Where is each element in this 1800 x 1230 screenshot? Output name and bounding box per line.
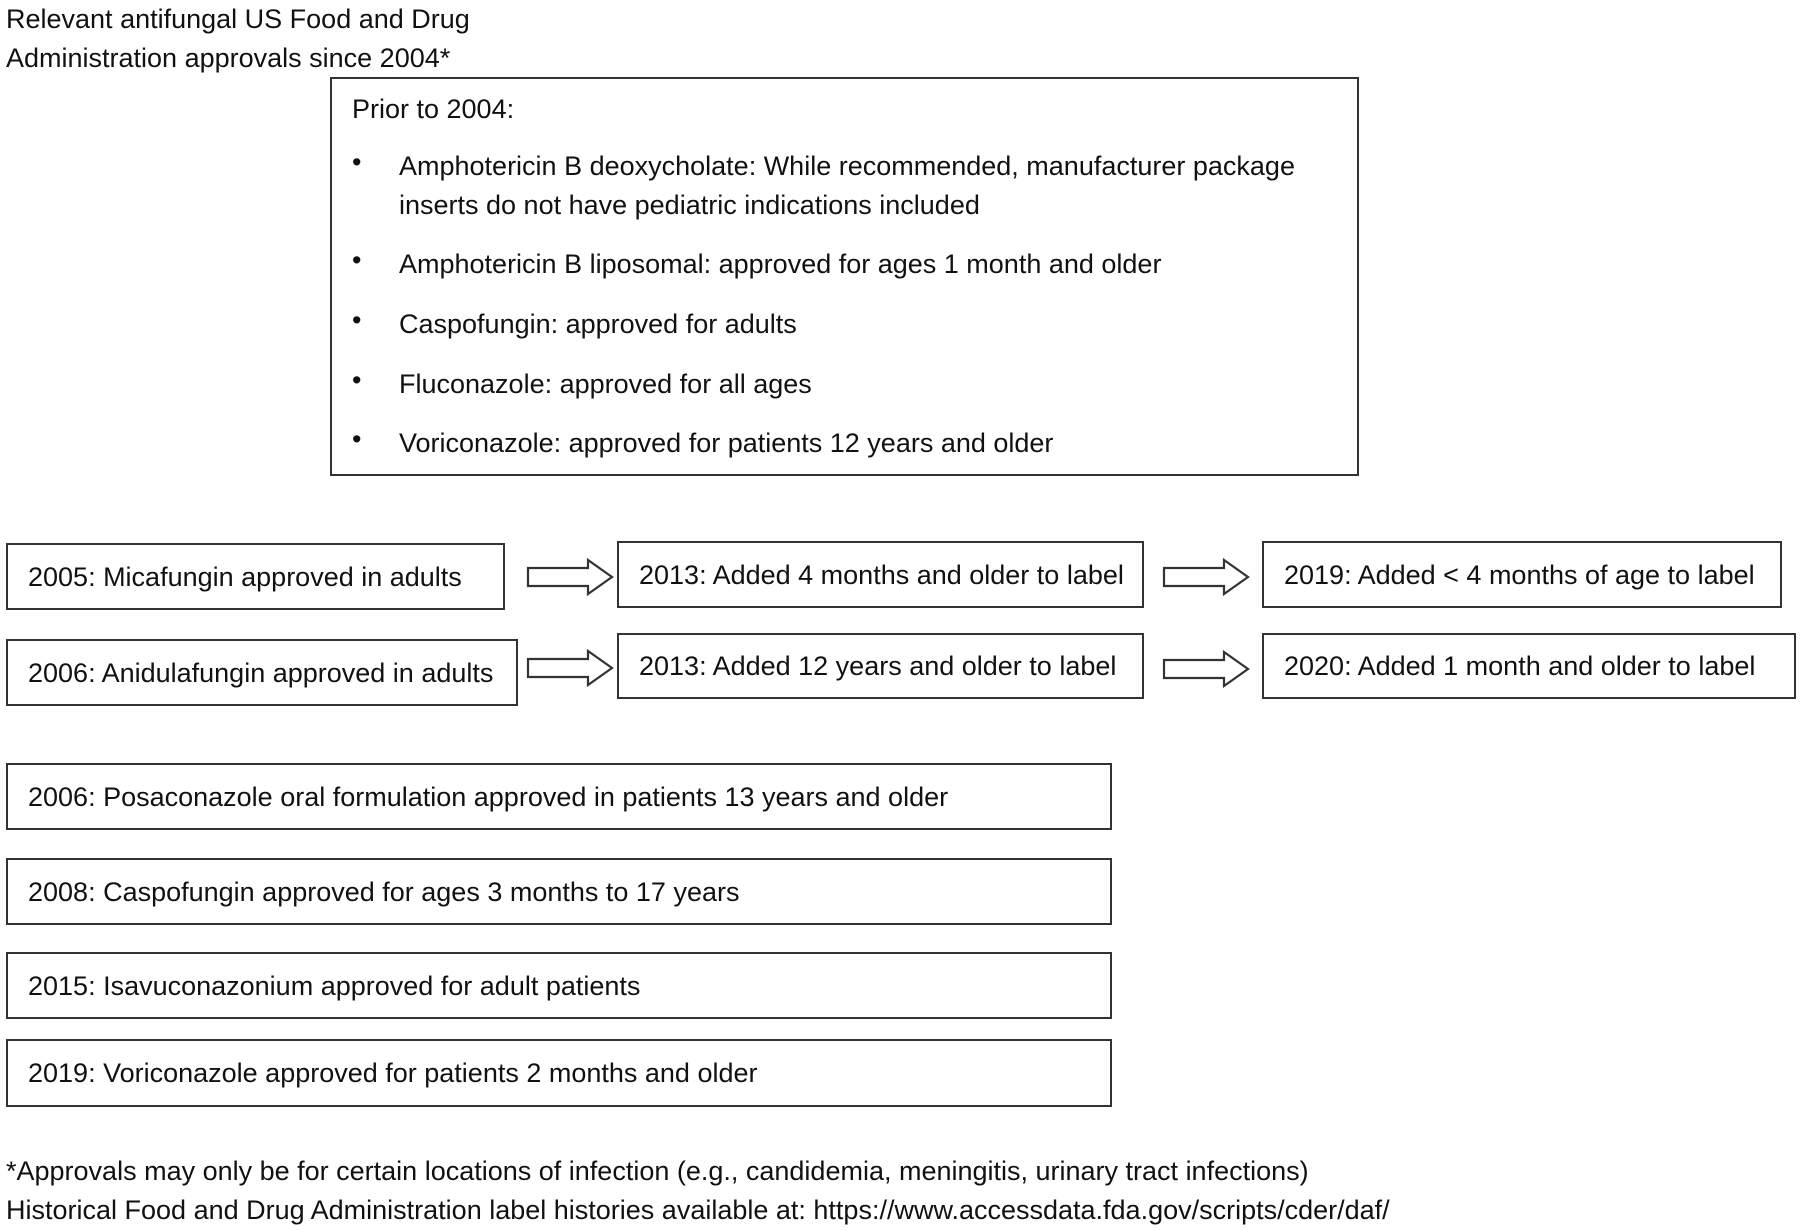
diagram-title: Relevant antifungal US Food and Drug Adm… [6,0,470,78]
caspofungin-2008-text: 2008: Caspofungin approved for ages 3 mo… [28,876,740,907]
prior-item-fluconazole: • Fluconazole: approved for all ages [352,365,1342,404]
anidulafungin-2020-box: 2020: Added 1 month and older to label [1262,633,1796,699]
right-block-arrow-icon [526,648,614,688]
prior-item-text: Amphotericin B liposomal: approved for a… [399,249,1162,279]
anidulafungin-2006-box: 2006: Anidulafungin approved in adults [6,639,518,706]
right-block-arrow-icon [1162,649,1250,689]
prior-item-voriconazole: • Voriconazole: approved for patients 12… [352,424,1342,463]
prior-item-text: Fluconazole: approved for all ages [399,369,812,399]
footnote-approvals: *Approvals may only be for certain locat… [6,1156,1309,1186]
isavuconazonium-2015-box: 2015: Isavuconazonium approved for adult… [6,952,1112,1019]
micafungin-2019-text: 2019: Added < 4 months of age to label [1284,559,1755,590]
micafungin-2005-text: 2005: Micafungin approved in adults [28,561,462,592]
micafungin-2005-box: 2005: Micafungin approved in adults [6,543,505,610]
isavuconazonium-2015-text: 2015: Isavuconazonium approved for adult… [28,970,641,1001]
voriconazole-2019-box: 2019: Voriconazole approved for patients… [6,1039,1112,1107]
bullet-icon: • [352,365,362,395]
right-block-arrow-icon [1162,557,1250,597]
posaconazole-2006-box: 2006: Posaconazole oral formulation appr… [6,763,1112,830]
title-line-1: Relevant antifungal US Food and Drug [6,4,470,34]
anidulafungin-2013-box: 2013: Added 12 years and older to label [617,633,1144,699]
bullet-icon: • [352,147,362,177]
prior-item-text: Caspofungin: approved for adults [399,309,797,339]
micafungin-2013-box: 2013: Added 4 months and older to label [617,541,1144,608]
prior-to-2004-box: Prior to 2004: • Amphotericin B deoxycho… [330,77,1359,476]
anidulafungin-2013-text: 2013: Added 12 years and older to label [639,651,1117,681]
prior-item-amphotericin-liposomal: • Amphotericin B liposomal: approved for… [352,245,1342,284]
prior-item-caspofungin: • Caspofungin: approved for adults [352,305,1342,344]
anidulafungin-2020-text: 2020: Added 1 month and older to label [1284,651,1756,681]
bullet-icon: • [352,424,362,454]
prior-item-amphotericin-deoxycholate: • Amphotericin B deoxycholate: While rec… [352,147,1342,225]
anidulafungin-2006-text: 2006: Anidulafungin approved in adults [28,657,494,688]
right-block-arrow-icon [526,557,614,597]
micafungin-2019-box: 2019: Added < 4 months of age to label [1262,541,1782,608]
voriconazole-2019-text: 2019: Voriconazole approved for patients… [28,1058,758,1088]
prior-heading: Prior to 2004: [352,94,515,124]
posaconazole-2006-text: 2006: Posaconazole oral formulation appr… [28,781,949,812]
prior-item-text: Amphotericin B deoxycholate: While recom… [399,151,1295,220]
prior-item-text: Voriconazole: approved for patients 12 y… [399,428,1054,458]
bullet-icon: • [352,305,362,335]
bullet-icon: • [352,245,362,275]
footnote-label-histories: Historical Food and Drug Administration … [6,1195,1390,1225]
micafungin-2013-text: 2013: Added 4 months and older to label [639,559,1124,590]
caspofungin-2008-box: 2008: Caspofungin approved for ages 3 mo… [6,858,1112,925]
title-line-2: Administration approvals since 2004* [6,43,451,73]
